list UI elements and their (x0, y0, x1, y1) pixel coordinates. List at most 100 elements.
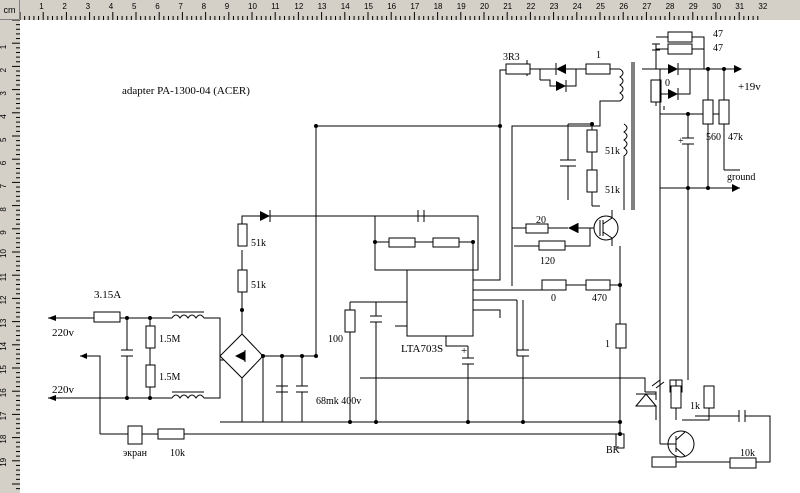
ground-arrow-icon (732, 184, 740, 192)
bulk-capacitor (296, 356, 308, 422)
diode-triangle (235, 351, 245, 361)
junction-dot (590, 122, 594, 126)
ruler-number: 32 (758, 2, 767, 11)
r-1k-label: 1k (690, 401, 700, 412)
ground-label: ground (727, 172, 755, 183)
ic-rc-cap (374, 210, 425, 242)
cs-capacitor (516, 300, 529, 422)
resistor-51k-fb-b (586, 169, 598, 193)
ruler-number: 6 (0, 160, 8, 165)
ruler-number: 18 (434, 2, 443, 11)
ruler-number: 28 (666, 2, 675, 11)
aux-winding (623, 123, 628, 210)
snubber-diode-b (556, 81, 566, 91)
screen-arrow-icon (80, 353, 87, 359)
r-0-out-label: 0 (665, 78, 670, 89)
resistor-100 (344, 309, 356, 333)
junction-dot (125, 396, 129, 400)
ruler-number: 27 (642, 2, 651, 11)
ruler-number: 13 (318, 2, 327, 11)
ic-decoupling-cap (370, 302, 382, 422)
r-10k-screen-label: 10k (170, 448, 185, 459)
junction-dot (300, 354, 304, 358)
wire (360, 377, 646, 392)
wire (204, 360, 221, 399)
ic-label: LTA703S (401, 343, 443, 355)
r-1-sense-label: 1 (605, 339, 610, 350)
ruler-number: 8 (202, 2, 207, 11)
ruler-number: 13 (0, 318, 8, 327)
junction-dot (280, 354, 284, 358)
ruler-number: 19 (457, 2, 466, 11)
resistor-47k (718, 99, 730, 125)
wire (172, 311, 204, 393)
resistor-0 (541, 279, 567, 291)
resistor-1-top (585, 63, 611, 75)
ruler-number: 4 (109, 2, 114, 11)
ruler-number: 17 (0, 411, 8, 420)
ruler-number: 5 (132, 2, 137, 11)
ic-rc-resistor-a (388, 237, 416, 248)
r-51k-a-label: 51k (251, 238, 266, 249)
output-diode-b (668, 89, 678, 99)
drawing-canvas[interactable]: adapter PA-1300-04 (ACER) LTA703S +19v g… (20, 20, 800, 493)
junction-dot (148, 316, 152, 320)
ruler-number: 14 (341, 2, 350, 11)
junction-dot (618, 283, 622, 287)
wire (599, 210, 613, 246)
wire (610, 246, 621, 286)
screen-element (127, 425, 143, 445)
r-51k-fb-b-label: 51k (605, 185, 620, 196)
ic-lta703s (406, 269, 474, 337)
junction-dot (466, 420, 470, 424)
resistor-1-5m-a (145, 325, 156, 349)
ruler-number: 26 (619, 2, 628, 11)
junction-dot (373, 240, 377, 244)
resistor-3r3 (505, 63, 531, 75)
junction-dot (125, 316, 129, 320)
ruler-number: 11 (271, 2, 280, 11)
ruler-number: 10 (0, 249, 8, 258)
ruler-number: 7 (0, 183, 8, 188)
ruler-number: 5 (0, 137, 8, 142)
ruler-corner: cm (0, 0, 20, 20)
ruler-number: 1 (0, 44, 8, 49)
ruler-number: 29 (689, 2, 698, 11)
ac-input-top-label: 220v (52, 327, 75, 339)
schematic-title: adapter PA-1300-04 (ACER) (122, 85, 250, 97)
mosfet (593, 215, 619, 241)
junction-dot (348, 420, 352, 424)
wire (565, 69, 577, 92)
resistor-51k-fb-a (586, 129, 598, 153)
junction-dot (471, 240, 475, 244)
fb-capacitor (560, 124, 576, 200)
resistor-1-5m-b (145, 364, 156, 388)
fuse-3-15a (93, 311, 121, 323)
junction-dot (706, 67, 710, 71)
junction-dot (521, 420, 525, 424)
ac-input-bottom-label: 220v (52, 384, 75, 396)
ruler-number: 25 (596, 2, 605, 11)
ruler-number: 15 (364, 2, 373, 11)
junction-dot (618, 432, 622, 436)
ruler-number: 3 (0, 91, 8, 96)
ruler-number: 12 (294, 2, 303, 11)
junction-dot (261, 354, 265, 358)
wire (511, 227, 526, 238)
primary-winding (511, 68, 624, 286)
choke-top (171, 314, 205, 319)
ruler-number: 16 (387, 2, 396, 11)
output-coupling-cap (695, 410, 771, 463)
fuse-label: 3.15A (94, 289, 121, 301)
junction-dot (686, 112, 690, 116)
resistor-47-b (667, 43, 693, 55)
junction-dot (314, 354, 318, 358)
ruler-number: 8 (0, 207, 8, 212)
junction-dot (706, 186, 710, 190)
resistor-0-out (650, 79, 662, 103)
wire (540, 79, 556, 87)
x-capacitor (121, 318, 133, 398)
